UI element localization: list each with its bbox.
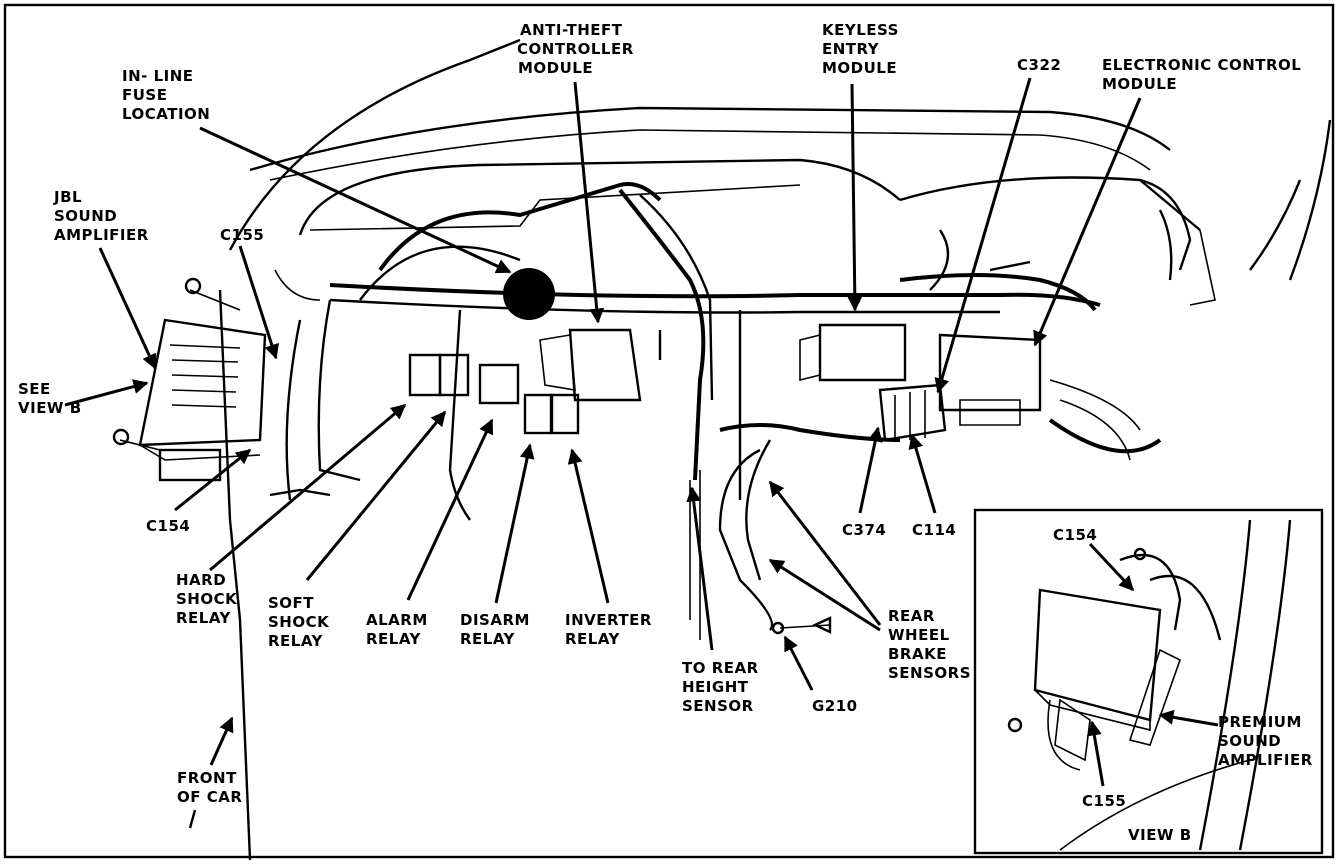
label-c155: C155 [220, 226, 264, 244]
label-c114: C114 [912, 521, 956, 539]
label-disarm-relay: DISARM RELAY [460, 611, 536, 648]
label-rear-wheel-brake-sensors: REAR WHEEL BRAKE SENSORS [888, 607, 971, 682]
label-alarm-relay: ALARM RELAY [366, 611, 434, 648]
label-jbl-amplifier: JBL SOUND AMPLIFIER [53, 188, 149, 244]
modules-drawing [112, 268, 1042, 635]
label-g210: G210 [812, 697, 858, 715]
label-hard-shock-relay: HARD SHOCK RELAY [176, 571, 243, 627]
label-c154: C154 [146, 517, 190, 535]
label-c322: C322 [1017, 56, 1061, 74]
label-c374: C374 [842, 521, 886, 539]
label-front-of-car: FRONT OF CAR [177, 769, 243, 806]
label-inline-fuse: IN- LINE FUSE LOCATION [122, 67, 210, 123]
inline-fuse-holder [503, 268, 555, 320]
label-keyless-entry: KEYLESS ENTRY MODULE [822, 21, 905, 77]
outer-frame [3, 3, 1335, 859]
label-view-b: VIEW B [1128, 826, 1192, 844]
label-rear-height-sensor: TO REAR HEIGHT SENSOR [682, 659, 764, 715]
vehicle-body-drawing [119, 38, 1332, 861]
text-labels: ANTI-THEFT CONTROLLER MODULE KEYLESS ENT… [18, 21, 1313, 844]
label-see-view-b: SEE VIEW B [18, 380, 82, 417]
view-b-inset [973, 508, 1324, 855]
label-inset-c154: C154 [1053, 526, 1097, 544]
leader-arrows [64, 77, 1142, 829]
label-inset-c155: C155 [1082, 792, 1126, 810]
label-premium-sound-amplifier: PREMIUM SOUND AMPLIFIER [1218, 713, 1313, 769]
label-anti-theft: ANTI-THEFT CONTROLLER MODULE [517, 21, 640, 77]
label-soft-shock-relay: SOFT SHOCK RELAY [268, 594, 335, 650]
label-ecm: ELECTRONIC CONTROL MODULE [1102, 56, 1307, 93]
label-inverter-relay: INVERTER RELAY [565, 611, 658, 648]
